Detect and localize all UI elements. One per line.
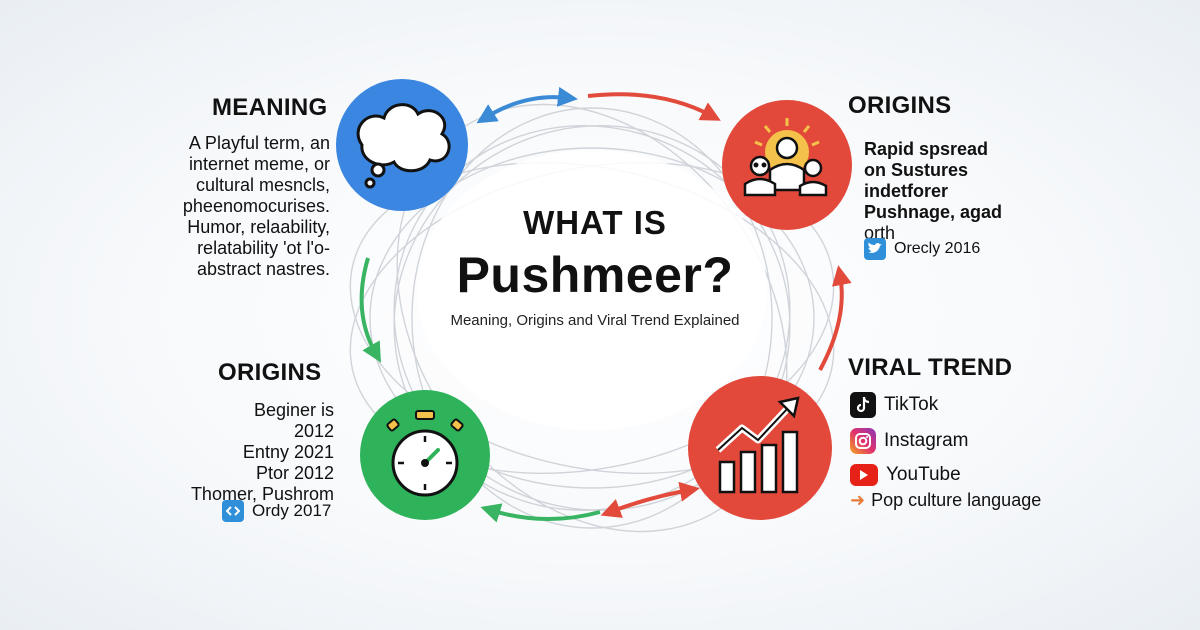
origins-bottom-line: Ptor 2012 [255,463,334,483]
origins-top-source-label: Orecly 2016 [894,240,981,257]
timer-node [360,390,490,520]
center-disc [417,150,767,430]
origins-bottom-line: Thomer, Pushrom [190,484,334,504]
arrow-viral-to-origins [818,265,852,371]
stopwatch-icon [386,410,464,497]
origins-bottom-heading: ORIGINS [218,359,322,386]
origins-bottom-source: Ordy 2017 [222,500,331,522]
twitter-bird-icon [864,238,886,260]
origins-top-line: on Sustures [864,160,969,180]
meaning-line: Humor, relaability, [187,217,330,237]
growth-chart-icon [715,396,800,494]
origins-bottom-line: Entny 2021 [242,442,334,462]
arrow-timer-viral [600,481,700,518]
origins-node [722,100,852,230]
origins-bottom-line: Beginer is [253,400,334,420]
tiktok-icon [850,392,876,418]
instagram-item: Instagram [850,428,968,454]
origins-top-description: Rapid spsread on Sustures indetforer Pus… [864,139,1054,244]
youtube-item: YouTube [850,464,961,486]
meaning-line: relatability 'ot l'o- [197,238,330,258]
platform-label: Instagram [884,430,969,451]
arrow-right-icon: ➜ [850,490,866,510]
center-title-line2: Pushmeer? [456,247,734,303]
arrow-to-timer [480,503,601,523]
pop-culture-item: ➜ Pop culture language [850,490,1041,511]
play-badge-icon [222,500,244,522]
meaning-line: cultural mesncls, [195,175,330,195]
meaning-line: pheenomocurises. [182,196,330,216]
pop-culture-label: Pop culture language [871,490,1042,510]
meaning-heading: MEANING [212,94,328,121]
meaning-node [336,79,468,211]
people-icon [743,118,828,197]
instagram-icon [850,428,876,454]
center-subtitle: Meaning, Origins and Viral Trend Explain… [450,312,740,329]
origins-top-line: Pushnage, agad [864,202,1003,222]
arrow-meaning-origins [476,86,578,124]
viral-heading: VIRAL TREND [848,354,1013,381]
origins-top-line: Rapid spsread [864,139,989,159]
youtube-icon [850,464,878,486]
arrow-meaning-to-timer [359,257,381,363]
viral-node [688,376,832,520]
origins-top-heading: ORIGINS [848,92,952,119]
origins-top-line: indetforer [864,181,949,201]
origins-bottom-line: 2012 [293,421,334,441]
meaning-description: A Playful term, an internet meme, or cul… [118,133,330,280]
origins-bottom-description: Beginer is 2012 Entny 2021 Ptor 2012 Tho… [150,400,334,505]
arrow-top-to-origins [587,92,721,121]
tiktok-item: TikTok [850,392,938,418]
origins-bottom-source-label: Ordy 2017 [252,501,332,520]
platform-label: TikTok [884,394,939,415]
meaning-line: internet meme, or [188,154,330,174]
origins-top-source: Orecly 2016 [864,238,980,260]
platform-label: YouTube [886,464,961,485]
thought-bubble-icon [356,103,451,189]
meaning-line: A Playful term, an [188,133,330,153]
meaning-line: abstract nastres. [196,259,330,279]
center-title-line1: WHAT IS [523,204,667,241]
